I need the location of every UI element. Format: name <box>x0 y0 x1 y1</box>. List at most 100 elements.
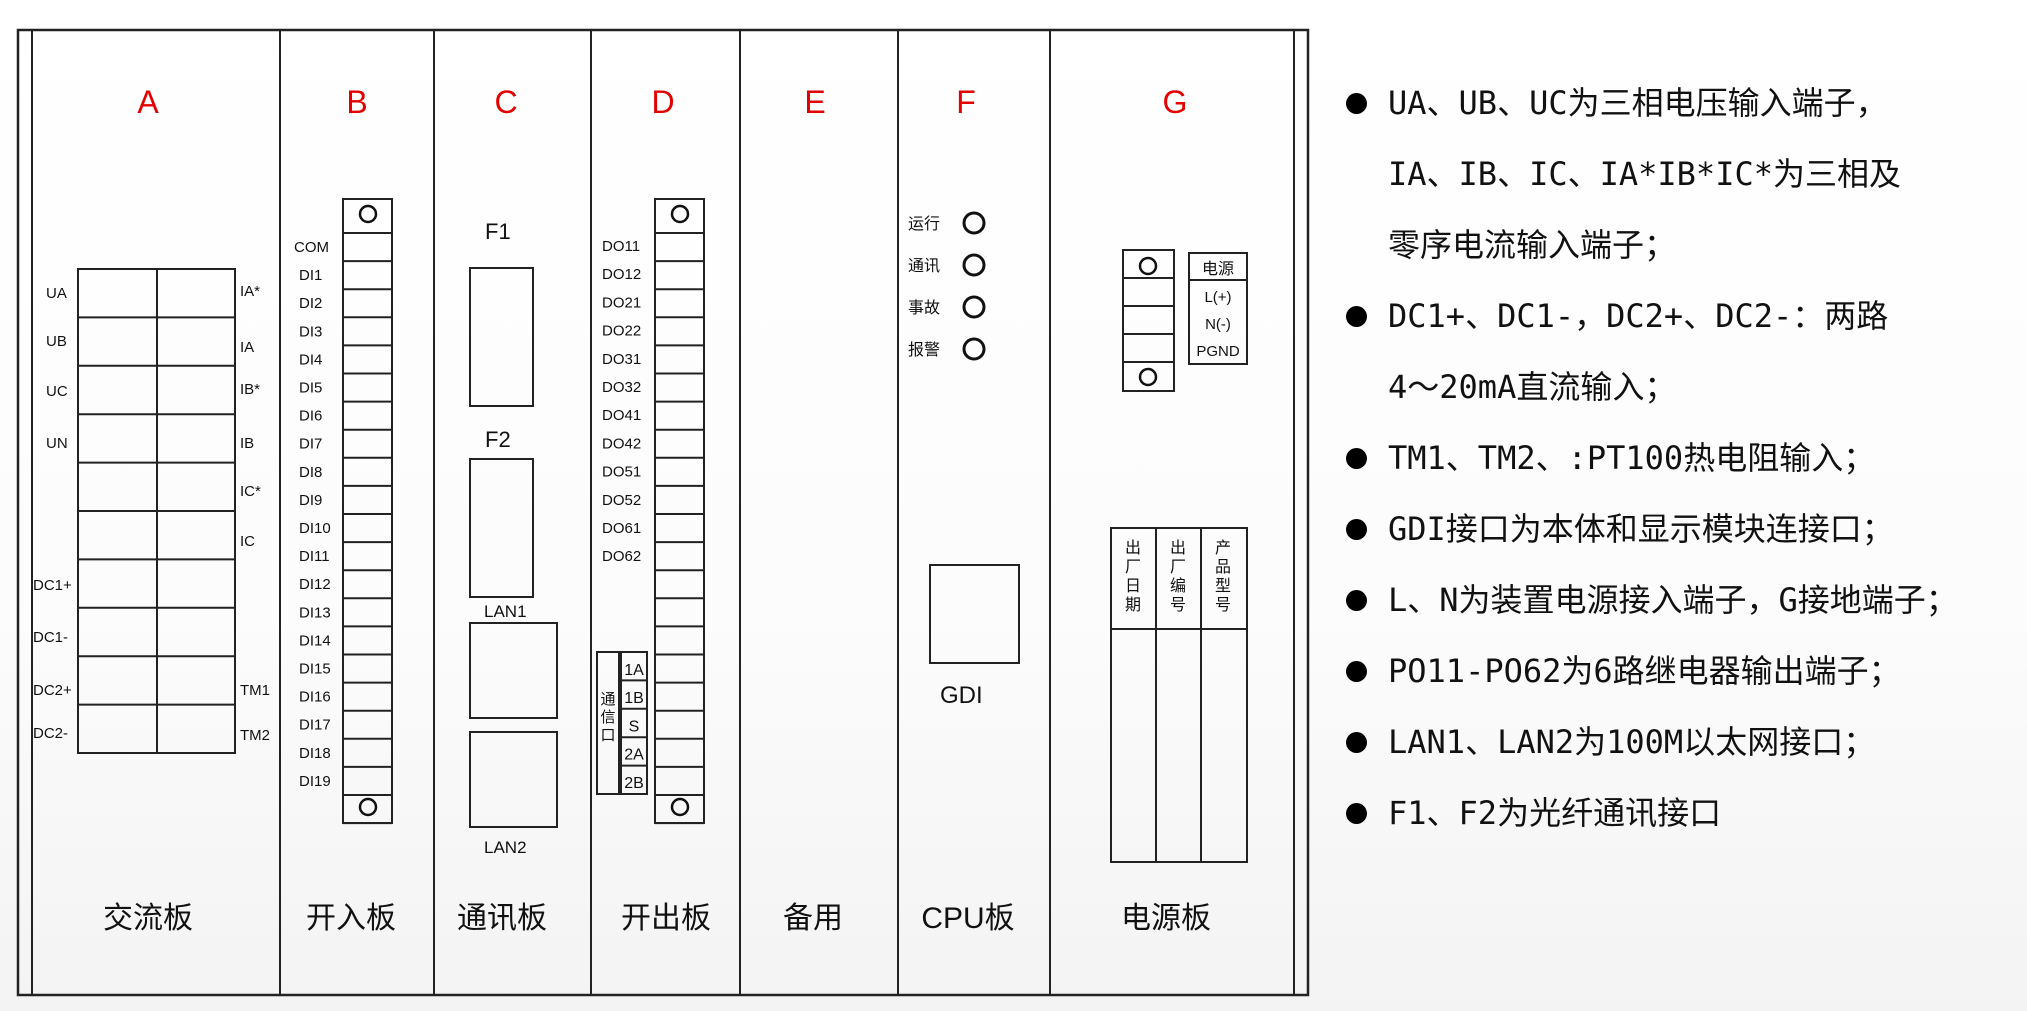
di-label: DI7 <box>299 436 322 453</box>
f1-label: F1 <box>485 219 511 244</box>
nameplate-label-char: 产 <box>1215 539 1231 557</box>
di-label: DI11 <box>299 548 330 565</box>
note-line: DC1+、DC1-，DC2+、DC2-：两路 <box>1388 297 1889 335</box>
led-label: 报警 <box>908 341 940 359</box>
ac-input-label: UB <box>46 333 67 350</box>
board-letter-b: B <box>346 84 367 120</box>
do-label: DO11 <box>602 238 640 255</box>
di-label: DI1 <box>299 267 322 284</box>
di-label: DI5 <box>299 380 322 397</box>
led-label: 通讯 <box>908 257 940 275</box>
bullet-icon <box>1346 306 1367 327</box>
power-label-box <box>1188 252 1248 365</box>
nameplate-label-char: 号 <box>1215 596 1231 614</box>
comm-terminal-label: 2B <box>624 775 644 792</box>
note-line: L、N为装置电源接入端子，G接地端子； <box>1388 581 1958 619</box>
ac-input-label: TM1 <box>240 682 270 699</box>
lan1-label: LAN1 <box>484 602 527 621</box>
di-label: DI9 <box>299 492 322 509</box>
note-item: PO11-PO62为6路继电器输出端子； <box>1342 636 2022 707</box>
ac-input-label: TM2 <box>240 727 270 744</box>
nameplate-label-char: 出 <box>1170 539 1186 557</box>
di-label: DI15 <box>299 661 331 678</box>
di-label: DI10 <box>299 520 331 537</box>
comm-port-label-char: 口 <box>600 727 615 744</box>
di-label: DI16 <box>299 689 331 706</box>
ac-input-label: IB* <box>240 381 260 398</box>
board-name-b: 开入板 <box>306 902 396 935</box>
fiber-port-f1 <box>469 267 534 407</box>
do-label: DO12 <box>602 266 641 283</box>
comm-terminal-box <box>620 651 648 795</box>
di-label: DI6 <box>299 408 322 425</box>
di-label: COM <box>294 239 329 256</box>
gdi-port <box>929 564 1020 664</box>
do-label: DO61 <box>602 520 641 537</box>
di-label: DI12 <box>299 576 331 593</box>
screw-hole <box>358 204 378 224</box>
do-label: DO51 <box>602 464 641 481</box>
board-name-g: 电源板 <box>1121 902 1211 935</box>
note-line: PO11-PO62为6路继电器输出端子； <box>1388 652 1901 690</box>
ac-input-label: IC* <box>240 483 261 500</box>
led-indicator <box>962 337 986 361</box>
bullet-icon <box>1346 661 1367 682</box>
screw-hole <box>358 797 378 817</box>
nameplate-label-char: 型 <box>1215 577 1231 595</box>
di-label: DI19 <box>299 773 331 790</box>
screw-hole <box>670 797 690 817</box>
led-label: 运行 <box>908 215 940 233</box>
notes-list: UA、UB、UC为三相电压输入端子， IA、IB、IC、IA*IB*IC*为三相及… <box>1342 68 2022 849</box>
di-label: DI4 <box>299 351 322 368</box>
do-label: DO21 <box>602 294 641 311</box>
bullet-icon <box>1346 93 1367 114</box>
comm-port-box <box>596 651 620 795</box>
ac-input-label: DC2+ <box>33 682 72 699</box>
note-item: LAN1、LAN2为100M以太网接口； <box>1342 707 2022 778</box>
power-terminal-block <box>1122 249 1175 392</box>
ac-input-label: IC <box>240 533 255 550</box>
screw-hole <box>1138 367 1158 387</box>
note-line: IA、IB、IC、IA*IB*IC*为三相及 <box>1388 155 1901 193</box>
board-letter-e: E <box>804 84 825 120</box>
do-label: DO41 <box>602 407 641 424</box>
led-indicator <box>962 295 986 319</box>
note-line: UA、UB、UC为三相电压输入端子， <box>1388 84 1888 122</box>
di-label: DI17 <box>299 717 331 734</box>
ac-input-label: DC1+ <box>33 577 72 594</box>
do-label: DO32 <box>602 379 641 396</box>
bullet-icon <box>1346 803 1367 824</box>
note-line: 零序电流输入端子； <box>1388 226 1677 264</box>
note-line: F1、F2为光纤通讯接口 <box>1388 794 1722 832</box>
board-name-e: 备用 <box>783 902 843 935</box>
power-terminal-label: PGND <box>1196 343 1240 360</box>
screw-hole <box>1138 256 1158 276</box>
note-item: UA、UB、UC为三相电压输入端子， IA、IB、IC、IA*IB*IC*为三相及… <box>1342 68 2022 281</box>
board-letter-d: D <box>651 84 674 120</box>
ac-input-label: DC1- <box>33 629 68 646</box>
nameplate-label-char: 厂 <box>1170 559 1186 576</box>
bullet-icon <box>1346 519 1367 540</box>
screw-hole <box>670 204 690 224</box>
ac-input-label: IA* <box>240 283 260 300</box>
led-label: 事故 <box>908 299 940 317</box>
ac-input-label: UA <box>46 285 67 302</box>
ac-input-label: UN <box>46 435 68 452</box>
comm-terminal-label: 2A <box>624 747 644 764</box>
do-label: DO31 <box>602 351 641 368</box>
note-item: F1、F2为光纤通讯接口 <box>1342 778 2022 849</box>
led-indicator <box>962 253 986 277</box>
ac-input-label: IA <box>240 339 254 356</box>
lan-port-2 <box>469 731 558 828</box>
do-label: DO42 <box>602 435 641 452</box>
device-panel-diagram: A交流板B开入板C通讯板D开出板E备用FCPU板G电源板UAUBUCUNDC1+… <box>16 28 1310 997</box>
board-letter-f: F <box>956 84 976 120</box>
note-item: TM1、TM2、:PT100热电阻输入； <box>1342 423 2022 494</box>
di-label: DI2 <box>299 295 322 312</box>
ac-input-label: UC <box>46 383 68 400</box>
nameplate-label-char: 品 <box>1215 559 1231 576</box>
di-label: DI3 <box>299 323 322 340</box>
nameplate-label-char: 出 <box>1125 539 1141 557</box>
lan2-label: LAN2 <box>484 838 527 857</box>
